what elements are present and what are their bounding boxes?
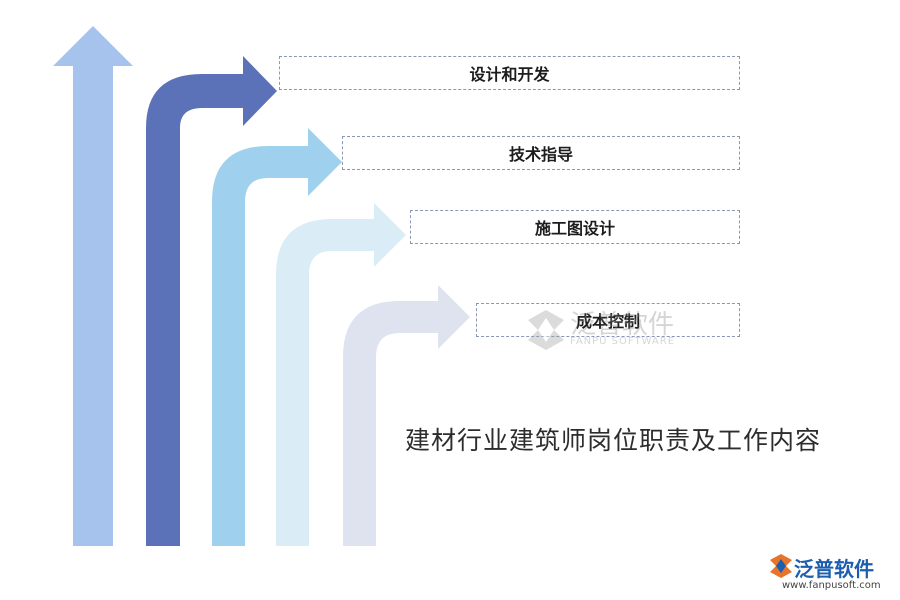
- brand-logo: 泛普软件 www.fanpusoft.com: [768, 551, 896, 597]
- brand-name: 泛普软件: [794, 557, 874, 581]
- item-label-4: 成本控制: [575, 312, 640, 331]
- item-box-1: 设计和开发: [279, 56, 740, 90]
- item-box-4: 成本控制: [476, 303, 740, 337]
- item-box-3: 施工图设计: [410, 210, 740, 244]
- brand-logo-icon: [770, 554, 792, 578]
- bent-arrow-1: [146, 56, 277, 546]
- item-label-1: 设计和开发: [469, 65, 550, 84]
- bent-arrow-2: [212, 128, 342, 546]
- item-box-2: 技术指导: [342, 136, 740, 170]
- item-label-2: 技术指导: [508, 145, 573, 164]
- item-label-3: 施工图设计: [534, 219, 615, 238]
- diagram-title: 建材行业建筑师岗位职责及工作内容: [405, 426, 822, 455]
- brand-url[interactable]: www.fanpusoft.com: [782, 580, 881, 591]
- bent-arrow-4: [343, 285, 470, 546]
- bent-arrow-3: [276, 203, 406, 546]
- up-arrow: [53, 26, 133, 546]
